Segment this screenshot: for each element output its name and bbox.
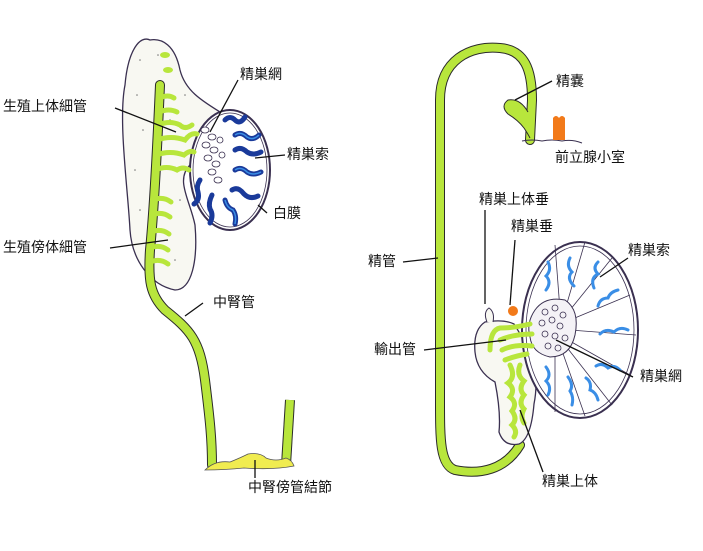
left-leader-lines — [109, 79, 286, 478]
right-testis — [521, 241, 639, 419]
left-rete-testis — [200, 126, 226, 184]
seminal-vesicle — [503, 99, 531, 139]
left-figure — [109, 38, 295, 478]
label-testis-cords-left: 精巣索 — [287, 147, 329, 163]
appendix-testis — [508, 306, 518, 316]
label-appendix-epididymis: 精巣上体垂 — [479, 192, 549, 208]
testis-septa — [554, 241, 637, 417]
label-paragenital-tubules: 生殖傍体細管 — [3, 240, 87, 256]
label-ductus-deferens: 精管 — [368, 254, 396, 270]
right-testis-cords — [543, 256, 630, 407]
efferent-ducts — [487, 321, 535, 440]
label-paramesonephric-junction: 中腎傍管結節 — [248, 480, 332, 496]
label-testis-cords-right: 精巣索 — [628, 243, 670, 259]
left-tubules — [147, 93, 200, 267]
label-rete-testis-left: 精巣網 — [240, 67, 282, 83]
label-appendix-testis: 精巣垂 — [511, 219, 553, 235]
right-leader-lines — [402, 80, 634, 473]
label-epigenital-tubules: 生殖上体細管 — [3, 99, 87, 115]
prostatic-utricle — [553, 116, 565, 140]
label-prostatic-utricle: 前立腺小室 — [555, 150, 625, 166]
label-seminal-vesicle: 精嚢 — [556, 74, 584, 90]
right-figure — [402, 42, 639, 477]
label-efferent-ducts: 輸出管 — [374, 342, 416, 358]
junction-node — [204, 453, 295, 471]
label-epididymis: 精巣上体 — [542, 474, 598, 490]
label-tunica-albuginea: 白膜 — [273, 206, 301, 222]
label-mesonephric-duct: 中腎管 — [213, 295, 255, 311]
label-rete-testis-right: 精巣網 — [640, 369, 682, 385]
